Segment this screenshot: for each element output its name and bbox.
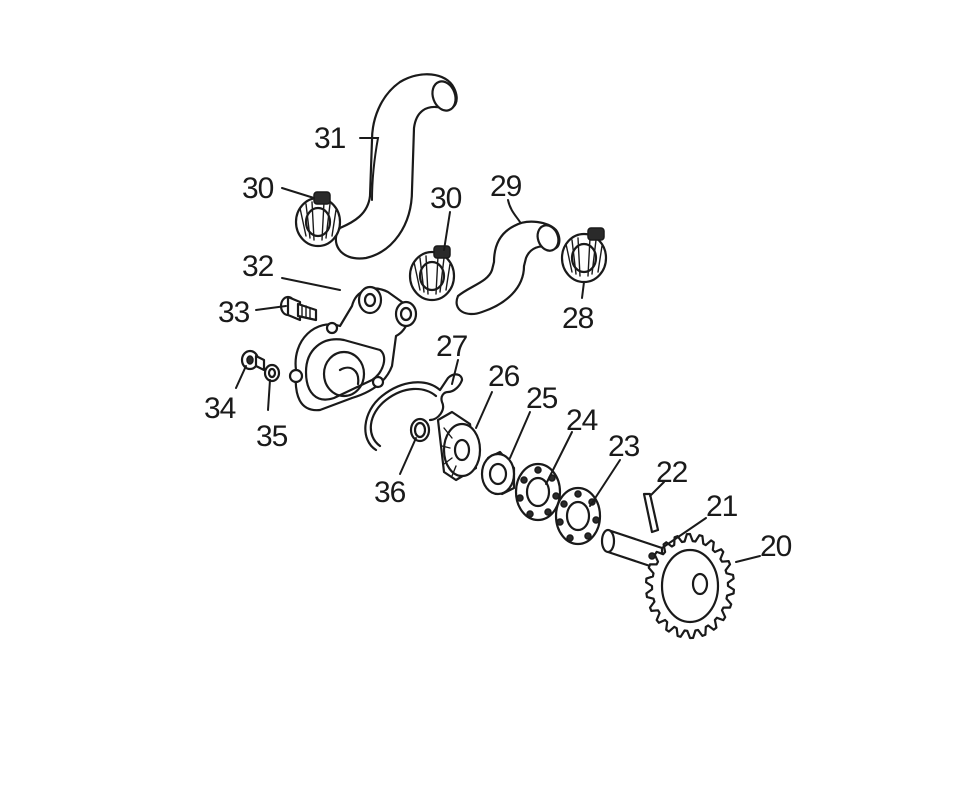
seal-25-icon [480,450,516,496]
part-label-35: 35 [256,420,288,453]
hose-clamp-28-icon [560,227,608,284]
part-label-33: 33 [218,296,250,329]
part-label-30b: 30 [430,182,462,215]
part-label-22: 22 [656,456,688,489]
leader-33 [255,305,287,311]
drain-screw-34-icon [240,349,266,372]
part-label-30a: 30 [242,172,274,205]
part-label-32: 32 [242,250,274,283]
leader-23 [589,459,621,507]
part-label-31: 31 [314,122,346,155]
leader-25 [509,411,531,459]
pin-22-icon [642,492,660,534]
bearing-24-icon [514,462,562,522]
hose-31-icon [334,73,458,260]
part-label-28: 28 [562,302,594,335]
impeller-26-icon [436,410,482,482]
part-label-20: 20 [760,530,792,563]
bolt-33-icon [279,295,318,322]
washer-35-icon [263,363,281,383]
leader-30b [443,211,451,251]
hose-clamp-30a-icon [294,191,342,248]
hose-clamp-30b-icon [408,245,456,302]
leader-32 [281,277,341,291]
part-label-24: 24 [566,404,598,437]
pump-cover-32-icon [288,285,418,412]
leader-lines [235,137,761,563]
leader-27 [451,359,459,385]
shaft-21-icon [600,528,664,572]
part-label-27: 27 [436,330,468,363]
leader-20 [735,555,761,563]
leader-28 [581,281,585,299]
part-label-34: 34 [204,392,236,425]
leader-22 [649,481,665,497]
leader-31 [359,137,380,201]
leader-29 [507,199,521,223]
bearing-23-icon [554,486,602,546]
part-label-29: 29 [490,170,522,203]
gear-20-icon [645,532,735,640]
leader-30a [281,187,315,199]
leader-36 [399,437,417,475]
hose-29-icon [455,220,561,316]
part-label-23: 23 [608,430,640,463]
leader-34 [235,365,247,389]
gasket-27-icon [364,373,464,452]
part-labels: 31 30 30 29 32 33 28 27 26 25 34 24 35 2… [204,122,793,563]
leader-21 [661,517,707,549]
part-label-21: 21 [706,490,738,523]
leader-35 [267,379,271,411]
leader-26 [475,391,493,429]
o-ring-36-icon [409,417,431,443]
part-label-36: 36 [374,476,406,509]
part-label-25: 25 [526,382,558,415]
part-label-26: 26 [488,360,520,393]
leader-24 [545,431,573,485]
